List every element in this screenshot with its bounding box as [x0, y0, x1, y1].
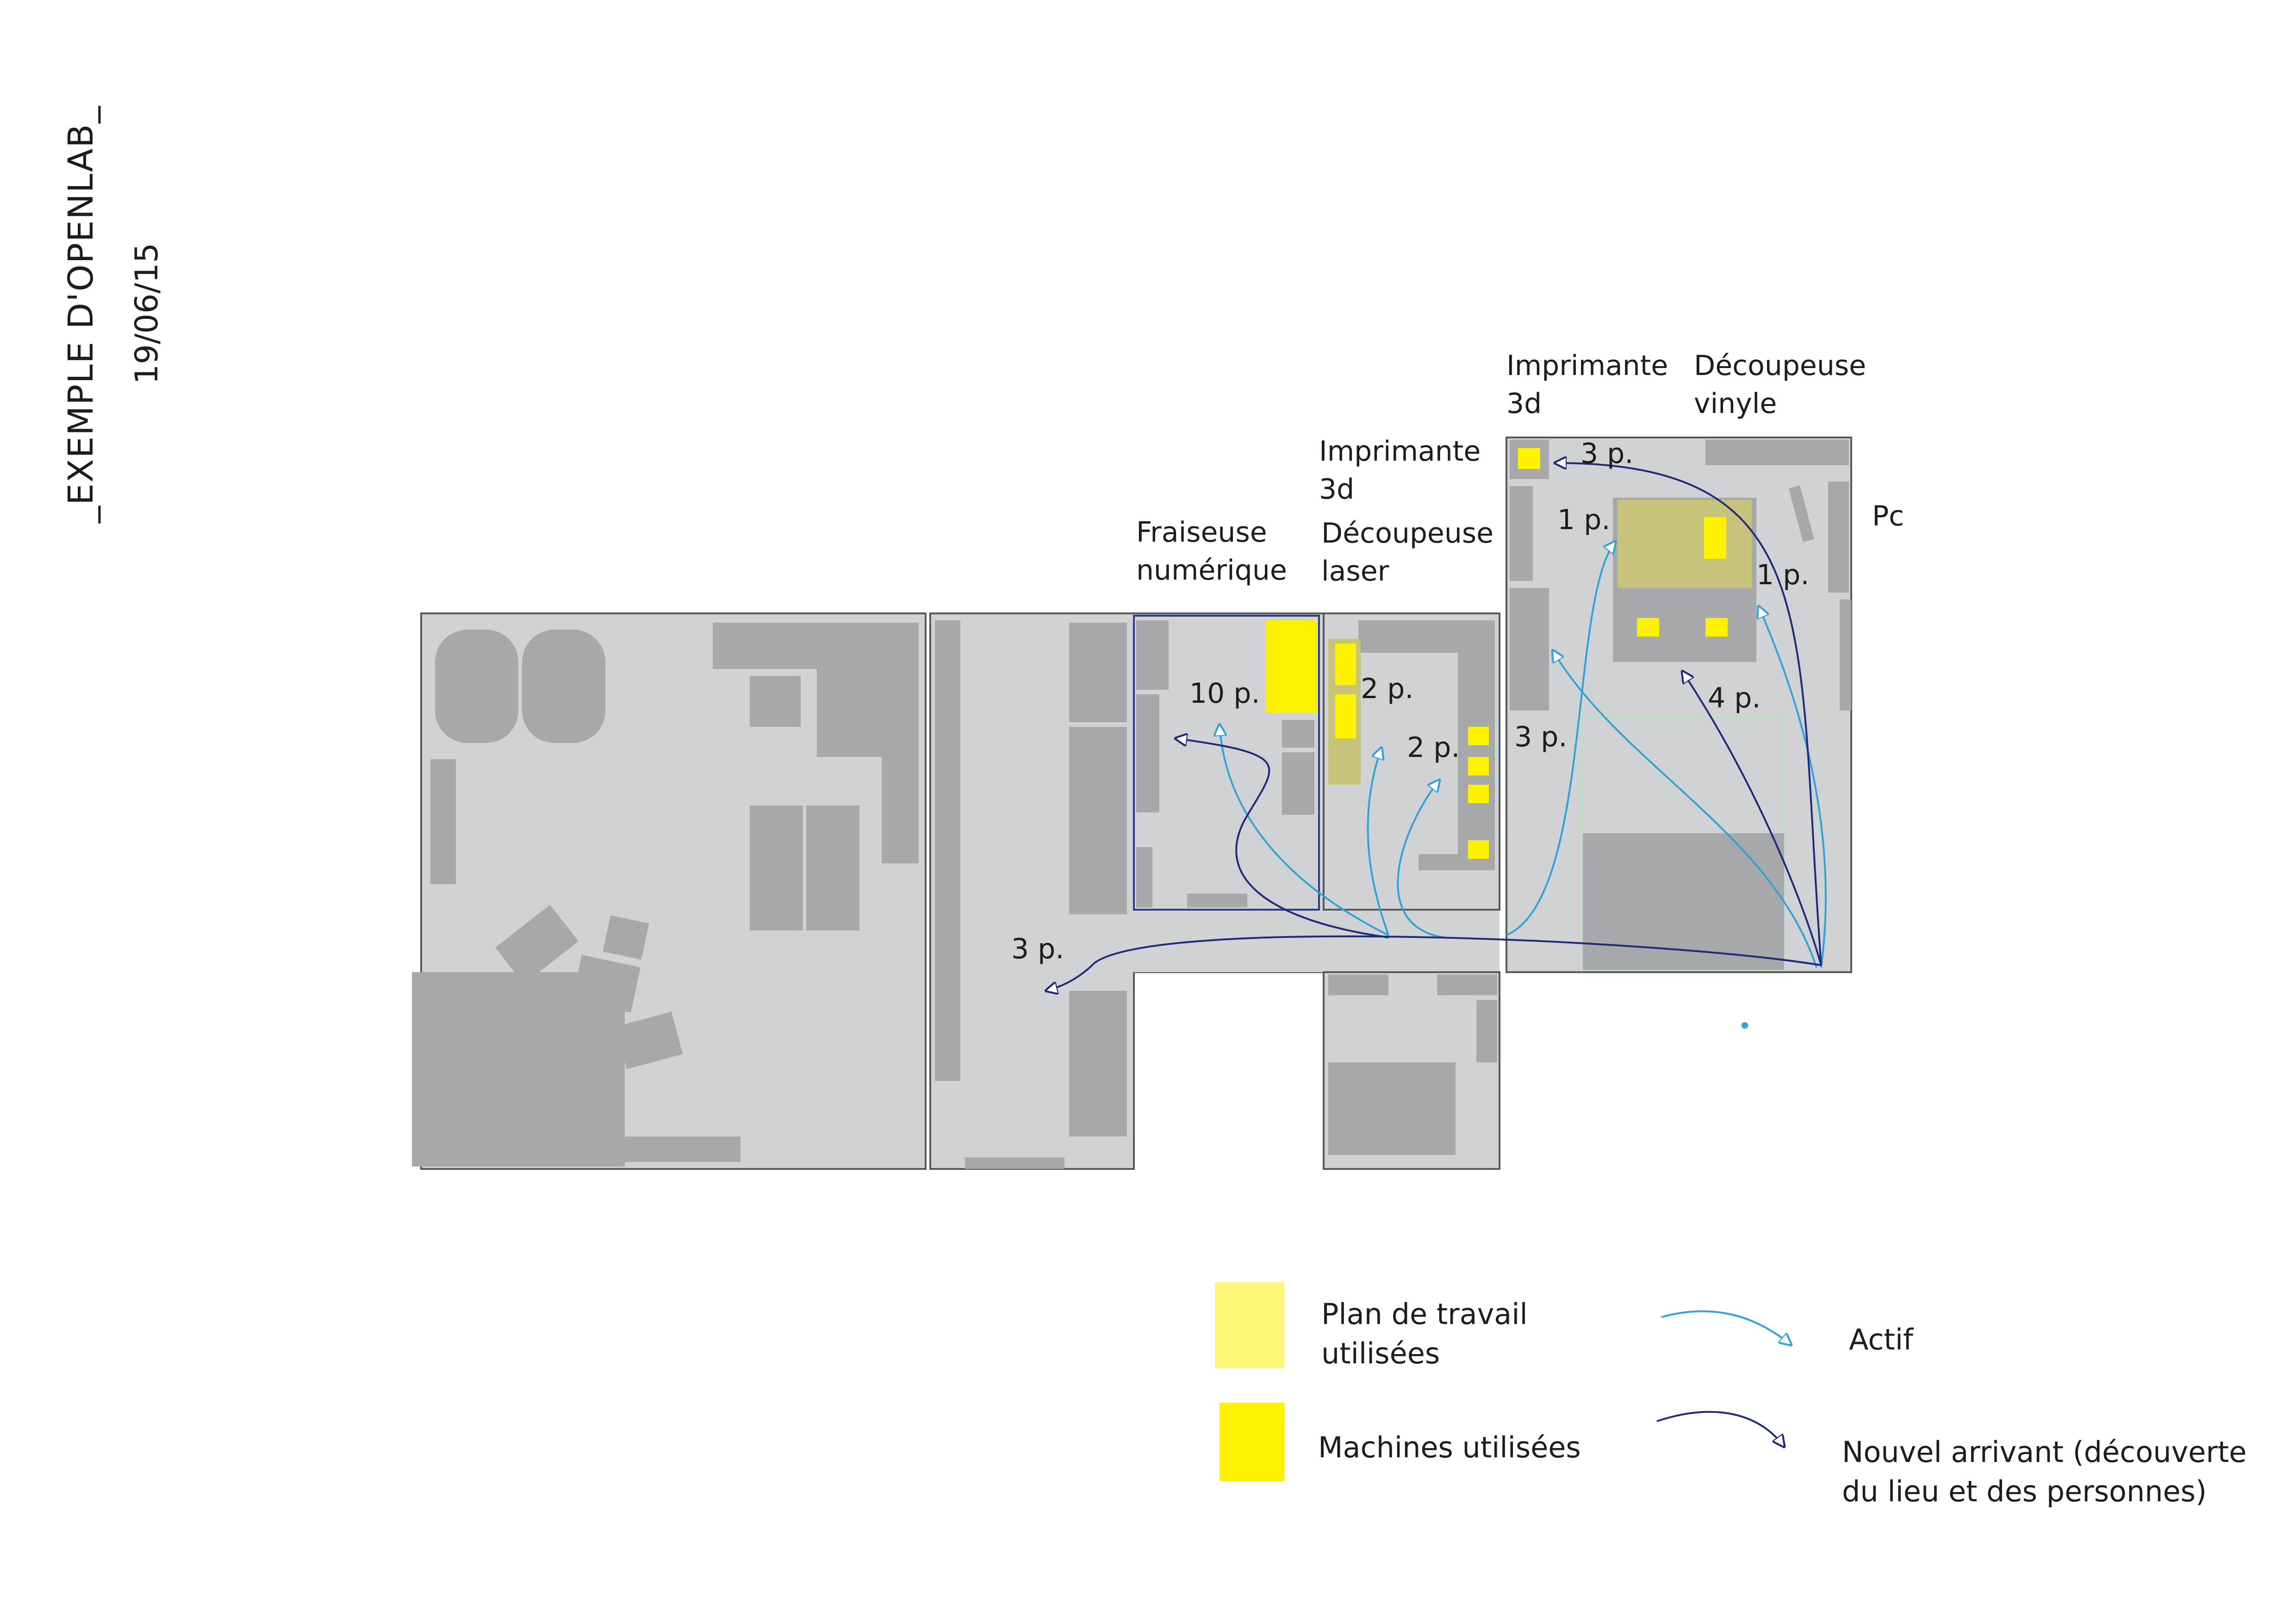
left-room	[412, 612, 927, 1170]
long-bench	[935, 620, 960, 1081]
label-imprimante-3d-a: Imprimante	[1319, 435, 1481, 468]
milling-machine	[1266, 620, 1317, 713]
active-arrow	[1220, 725, 1389, 936]
count-printer: 3 p.	[1580, 437, 1633, 470]
l-shaped-desk	[713, 623, 919, 863]
newcomer-arrow	[1176, 738, 1389, 938]
bench	[622, 1137, 740, 1162]
machine	[1468, 840, 1489, 859]
round-table	[522, 630, 605, 743]
label-decoupeuse-vinyle: vinyle	[1694, 387, 1777, 420]
pc-desk	[1828, 481, 1849, 593]
table	[806, 806, 859, 931]
count-fraiseuse: 10 p.	[1189, 677, 1260, 710]
printer-machine	[1335, 643, 1356, 685]
printer-3d-machine	[1518, 448, 1540, 469]
label-pc: Pc	[1872, 500, 1904, 532]
count-labels: 10 p. 2 p. 2 p. 3 p. 1 p. 1 p. 4 p. 3 p.…	[1011, 437, 1809, 965]
bench	[1136, 694, 1159, 812]
machine	[1468, 785, 1489, 803]
cabinet	[1282, 752, 1314, 815]
count-vinyl-newcomers: 4 p.	[1708, 682, 1761, 714]
counter	[1437, 974, 1497, 995]
tilted-table	[615, 1012, 683, 1069]
legend-newcomer-label: Nouvel arrivant (découverte	[1842, 1435, 2246, 1469]
machine	[1705, 618, 1728, 637]
legend-work-surface-label: utilisées	[1321, 1337, 1440, 1370]
label-decoupeuse-vinyle: Découpeuse	[1694, 350, 1866, 382]
bench	[1187, 893, 1247, 907]
table	[1328, 1062, 1456, 1155]
laser-room	[1323, 612, 1500, 911]
bench	[1136, 847, 1152, 907]
legend-machines-label: Machines utilisées	[1318, 1430, 1581, 1464]
cabinet	[1282, 720, 1314, 748]
shelf	[1705, 440, 1849, 465]
document-date: 19/06/15	[129, 243, 165, 384]
tilted-table	[495, 905, 579, 984]
active-arrow	[1506, 542, 1615, 936]
newcomer-flows	[1046, 463, 1822, 991]
shelf	[1510, 588, 1549, 711]
shelf	[430, 759, 456, 884]
corridor	[1132, 910, 1500, 972]
cabinet	[1069, 727, 1127, 914]
newcomer-arrow	[1682, 671, 1822, 966]
cabinet	[1069, 991, 1127, 1137]
document-title: _EXEMPLE D'OPENLAB_	[61, 105, 101, 524]
count-table-right: 1 p.	[1756, 559, 1809, 591]
machine	[1637, 618, 1659, 637]
tilted-table	[603, 915, 649, 960]
newcomer-arrow	[1555, 463, 1822, 966]
label-imprimante-3d-b: Imprimante	[1506, 350, 1668, 382]
legend: Plan de travail utilisées Machines utili…	[1215, 1282, 2246, 1508]
legend-newcomer-arrow	[1656, 1411, 1784, 1447]
count-wall: 3 p.	[1514, 721, 1567, 753]
large-table	[1583, 833, 1784, 970]
dot	[1742, 1022, 1748, 1029]
legend-active-arrow	[1661, 1310, 1791, 1345]
label-fraiseuse: numérique	[1136, 554, 1287, 587]
table	[750, 806, 803, 931]
label-imprimante-3d-b: 3d	[1506, 387, 1542, 420]
label-fraiseuse: Fraiseuse	[1136, 516, 1267, 549]
count-laser-lower: 2 p.	[1407, 731, 1460, 764]
count-laser-upper: 2 p.	[1361, 673, 1413, 705]
active-arrow	[1553, 650, 1817, 968]
bench	[965, 1157, 1064, 1169]
bench	[1136, 620, 1169, 690]
count-table-left: 1 p.	[1557, 504, 1610, 536]
cabinet	[1476, 1000, 1497, 1062]
legend-machines-swatch	[1220, 1403, 1284, 1481]
label-decoupeuse-laser: Découpeuse	[1321, 517, 1493, 550]
label-decoupeuse-laser: laser	[1321, 555, 1389, 587]
active-arrow	[1367, 748, 1389, 936]
legend-work-surface-label: Plan de travail	[1321, 1297, 1528, 1331]
shelf	[1840, 600, 1851, 711]
vinyl-cutter-machine	[1704, 517, 1726, 559]
counter	[1328, 974, 1388, 995]
cabinet	[750, 676, 801, 727]
laser-machine	[1335, 694, 1356, 738]
active-arrow	[1397, 780, 1444, 938]
round-table	[435, 630, 518, 743]
count-corridor: 3 p.	[1011, 933, 1064, 965]
newcomer-arrow	[1046, 935, 1822, 991]
room-labels: Fraiseuse numérique Imprimante 3d Découp…	[1136, 350, 1904, 587]
machine	[1468, 757, 1489, 775]
work-surface	[1618, 500, 1752, 588]
legend-active-label: Actif	[1849, 1323, 1914, 1356]
lower-room	[1323, 971, 1500, 1170]
label-imprimante-3d-a: 3d	[1319, 473, 1354, 506]
legend-work-surface-swatch	[1215, 1282, 1284, 1368]
legend-newcomer-label: du lieu et des personnes)	[1842, 1474, 2207, 1508]
pc-desk	[1788, 485, 1815, 543]
large-block	[412, 972, 625, 1167]
shelf	[1510, 486, 1533, 581]
right-room	[1506, 437, 1852, 973]
cabinet	[1069, 623, 1127, 722]
machine	[1468, 727, 1489, 745]
